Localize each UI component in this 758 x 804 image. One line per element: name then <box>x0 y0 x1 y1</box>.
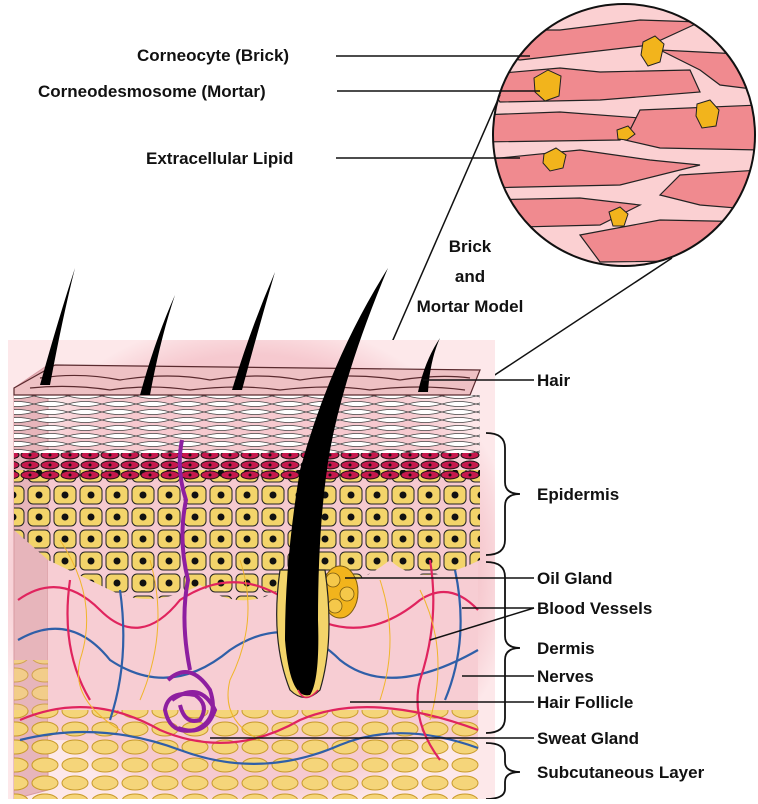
label-sweat-gland: Sweat Gland <box>537 730 639 747</box>
label-corneocyte: Corneocyte (Brick) <box>137 47 289 64</box>
label-model-line2: and <box>415 268 525 285</box>
label-epidermis: Epidermis <box>537 486 619 503</box>
brick-mortar-magnification <box>480 4 758 266</box>
label-hair-follicle: Hair Follicle <box>537 694 633 711</box>
label-hair: Hair <box>537 372 570 389</box>
label-corneodesmosome: Corneodesmosome (Mortar) <box>38 83 266 100</box>
subcutaneous-layer <box>14 710 480 799</box>
label-oil-gland: Oil Gland <box>537 570 613 587</box>
label-dermis: Dermis <box>537 640 595 657</box>
stratum-cells <box>14 450 480 480</box>
label-model-line1: Brick <box>415 238 525 255</box>
stratum-corneum <box>14 395 480 453</box>
label-nerves: Nerves <box>537 668 594 685</box>
label-subcutaneous-layer: Subcutaneous Layer <box>537 764 704 781</box>
label-model-line3: Mortar Model <box>415 298 525 315</box>
label-blood-vessels: Blood Vessels <box>537 600 652 617</box>
label-extracellular-lipid: Extracellular Lipid <box>146 150 293 167</box>
